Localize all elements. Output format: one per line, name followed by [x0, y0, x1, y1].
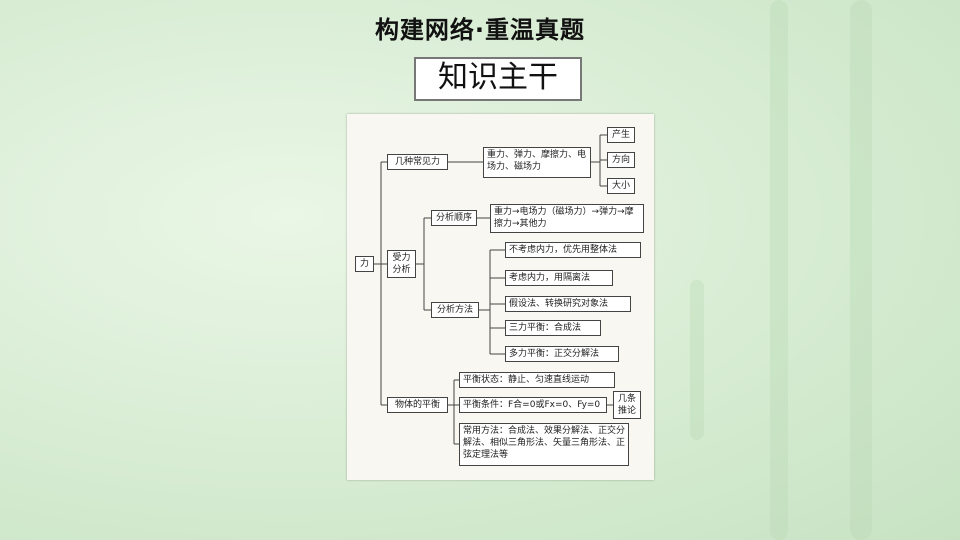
analysis-order: 分析顺序 — [431, 210, 477, 226]
bamboo-decoration — [690, 280, 704, 440]
section-label: 知识主干 — [414, 57, 582, 101]
eq-state: 平衡状态：静止、匀速直线运动 — [459, 372, 615, 388]
bamboo-decoration — [850, 0, 872, 540]
eq-methods: 常用方法：合成法、效果分解法、正交分解法、相似三角形法、矢量三角形法、正弦定理法… — [459, 423, 629, 466]
forces-branch: 几种常见力 — [387, 154, 448, 170]
method-assumption: 假设法、转换研究对象法 — [505, 296, 631, 312]
method-multi-force: 多力平衡：正交分解法 — [505, 346, 619, 362]
force-prop-direction: 方向 — [607, 152, 635, 168]
bamboo-decoration — [770, 0, 788, 540]
force-prop-origin: 产生 — [607, 127, 635, 143]
order-detail: 重力→电场力（磁场力）→弹力→摩擦力→其他力 — [490, 204, 644, 233]
root-node: 力 — [355, 256, 374, 272]
eq-condition: 平衡条件：F合=0或Fx=0、Fy=0 — [459, 397, 607, 413]
method-three-force: 三力平衡：合成法 — [505, 320, 601, 336]
analysis-branch: 受力 分析 — [387, 250, 416, 278]
analysis-method: 分析方法 — [431, 302, 479, 318]
force-prop-magnitude: 大小 — [607, 178, 635, 194]
knowledge-diagram: 力 几种常见力 重力、弹力、摩擦力、电场力、磁场力 产生 方向 大小 受力 分析… — [347, 114, 654, 480]
forces-list: 重力、弹力、摩擦力、电场力、磁场力 — [483, 147, 591, 178]
eq-inference: 几条 推论 — [613, 391, 641, 419]
connector-lines — [374, 134, 613, 445]
slide-title: 构建网络·重温真题 — [374, 16, 586, 44]
method-whole: 不考虑内力，优先用整体法 — [505, 242, 641, 258]
method-isolation: 考虑内力，用隔离法 — [505, 270, 613, 286]
equilibrium-branch: 物体的平衡 — [387, 397, 448, 413]
